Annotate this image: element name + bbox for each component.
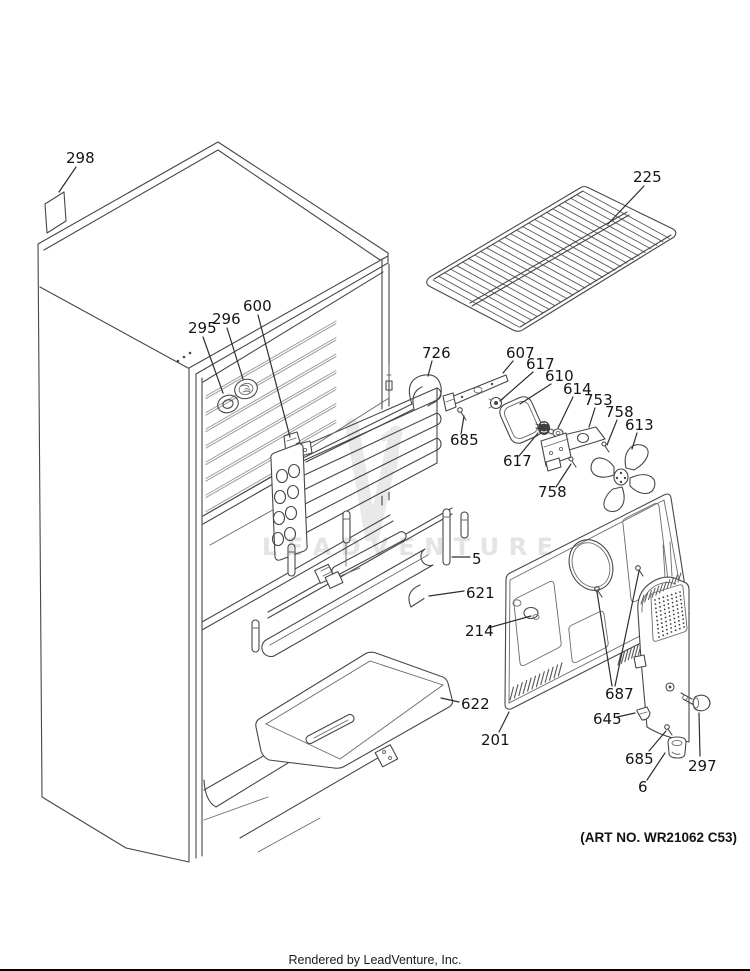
part-label-214: 214 — [465, 622, 494, 640]
part-label-607: 607 — [506, 344, 535, 362]
part-clip-645 — [636, 706, 651, 721]
part-fan-motor-610 — [499, 396, 554, 444]
part-labels: 298 225 295 296 600 726 607 617 610 614 … — [66, 149, 717, 796]
part-label-758b: 758 — [538, 483, 567, 501]
part-label-296: 296 — [212, 310, 241, 328]
part-bracket-607 — [442, 374, 509, 412]
part-grommet-617a — [488, 396, 504, 410]
part-bracket-753 — [540, 426, 606, 472]
part-sticker-298 — [44, 191, 67, 234]
refrigerator-cabinet — [37, 141, 390, 863]
art-number: (ART NO. WR21062 C53) — [580, 830, 737, 845]
footer-credit: Rendered by LeadVenture, Inc. — [288, 953, 461, 967]
watermark-text: LEADVENTURE — [262, 533, 562, 561]
part-screw-685a — [457, 407, 467, 421]
part-label-295: 295 — [188, 319, 217, 337]
part-capillary-rods — [251, 508, 469, 653]
part-label-225: 225 — [633, 168, 662, 186]
part-label-645: 645 — [593, 710, 622, 728]
part-bearing-296 — [234, 378, 258, 400]
part-label-610: 610 — [545, 367, 574, 385]
part-screw-685b — [664, 724, 673, 736]
liner-edge-lines — [662, 541, 673, 578]
part-label-5: 5 — [472, 550, 482, 568]
leadventure-watermark: LEADVENTURE — [262, 418, 562, 561]
part-fan-blade-613 — [590, 444, 656, 513]
bottom-border — [0, 969, 750, 971]
part-label-621: 621 — [466, 584, 495, 602]
part-label-613: 613 — [625, 416, 654, 434]
part-label-685a: 685 — [450, 431, 479, 449]
part-duct-cover — [633, 572, 690, 743]
part-drain-trough-622 — [255, 651, 454, 769]
part-grommet-295 — [217, 394, 239, 414]
part-defrost-heater-5 — [261, 507, 453, 658]
leader-lines — [58, 166, 701, 781]
part-hub-617b — [538, 421, 550, 435]
part-label-687: 687 — [605, 685, 634, 703]
part-label-753: 753 — [584, 391, 613, 409]
part-label-201: 201 — [481, 731, 510, 749]
part-label-617b: 617 — [503, 452, 532, 470]
part-grommet-cup-6 — [667, 736, 687, 759]
part-label-758a: 758 — [605, 403, 634, 421]
part-label-600: 600 — [243, 297, 272, 315]
part-label-622: 622 — [461, 695, 490, 713]
part-label-614: 614 — [563, 380, 592, 398]
part-bolt-297 — [680, 692, 711, 712]
part-screw-758b — [568, 456, 577, 468]
part-shelf-225 — [426, 185, 677, 332]
part-label-297: 297 — [688, 757, 717, 775]
part-evaporator-end-plate — [270, 443, 308, 561]
part-label-685b: 685 — [625, 750, 654, 768]
part-label-298: 298 — [66, 149, 95, 167]
part-label-6: 6 — [638, 778, 648, 796]
part-label-617a: 617 — [526, 355, 555, 373]
part-screw-758a — [601, 441, 610, 453]
part-label-726: 726 — [422, 344, 451, 362]
